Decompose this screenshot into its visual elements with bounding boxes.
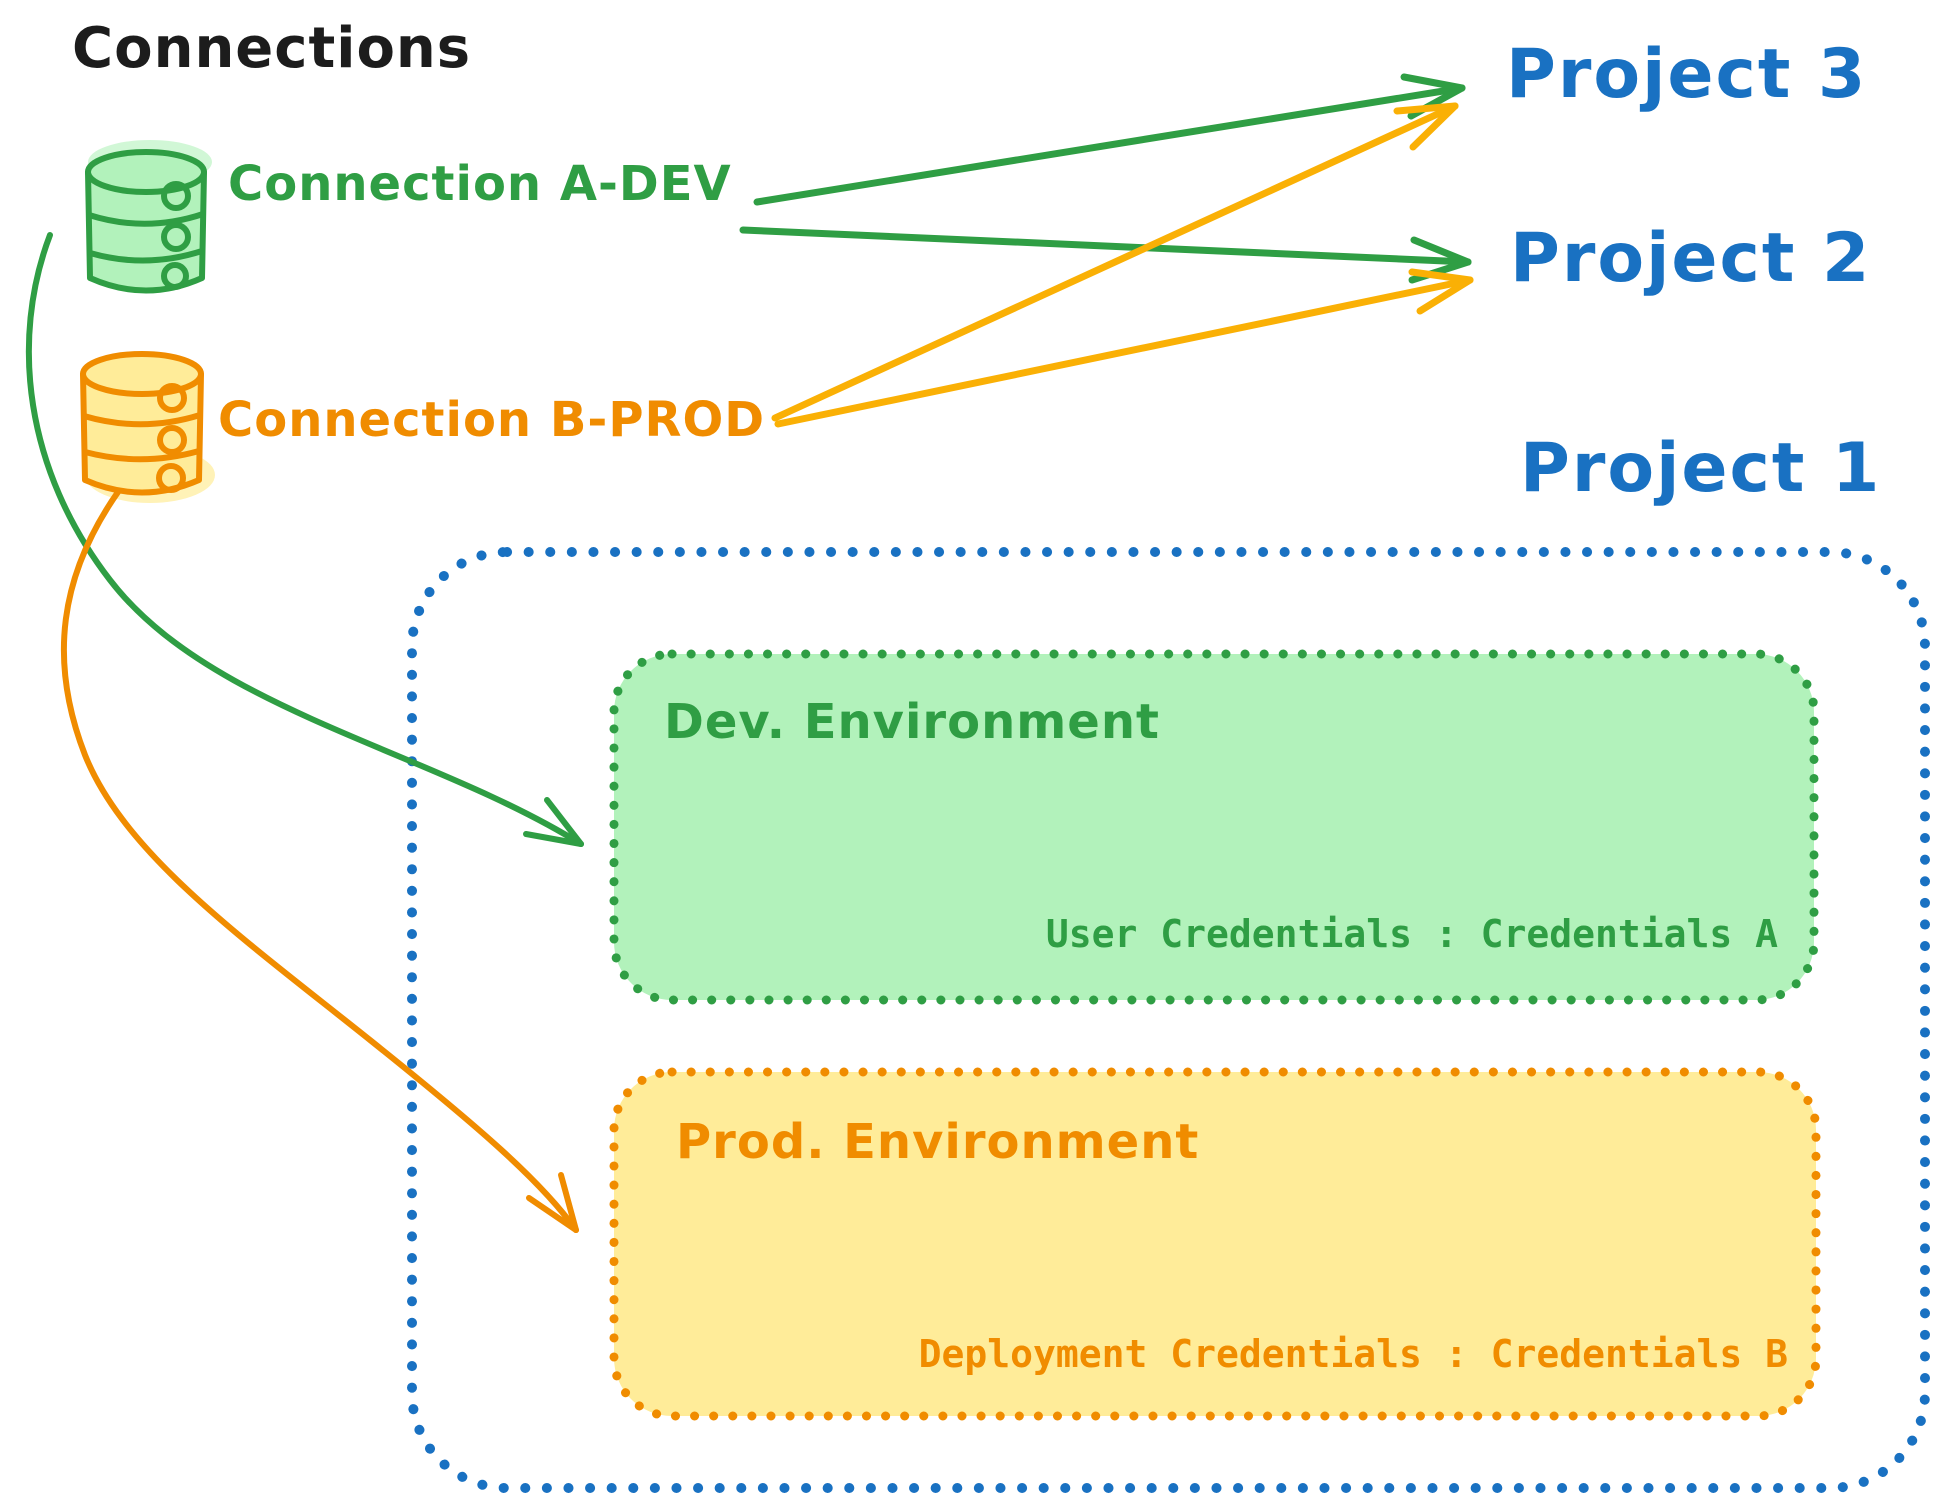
arrow-adev-to-dev-environment <box>25 232 584 847</box>
project-1-label: Project 1 <box>1520 429 1882 508</box>
page-title: Connections <box>72 16 472 81</box>
project-3-label: Project 3 <box>1506 35 1868 114</box>
arrow-bprod-to-prod-environment <box>60 489 579 1233</box>
project-2-label: Project 2 <box>1510 219 1872 298</box>
arrow-adev-to-project3 <box>753 73 1466 206</box>
arrow-adev-to-project2 <box>739 226 1472 284</box>
project-1-container-box <box>407 547 1930 1493</box>
arrow-bprod-to-project2 <box>774 268 1474 428</box>
arrow-bprod-to-project3 <box>771 102 1459 422</box>
prod-environment-box <box>609 1067 1821 1421</box>
dev-environment-title: Dev. Environment <box>664 694 1160 750</box>
connection-a-dev-label: Connection A-DEV <box>228 156 732 212</box>
prod-credentials-text: Deployment Credentials : Credentials B <box>918 1332 1788 1376</box>
dev-credentials-text: User Credentials : Credentials A <box>1045 912 1778 956</box>
database-icon-prod <box>80 351 215 503</box>
dev-environment-box <box>609 649 1819 1005</box>
database-icon-dev <box>85 140 212 294</box>
prod-environment-title: Prod. Environment <box>676 1114 1200 1170</box>
connection-b-prod-label: Connection B-PROD <box>218 392 766 448</box>
